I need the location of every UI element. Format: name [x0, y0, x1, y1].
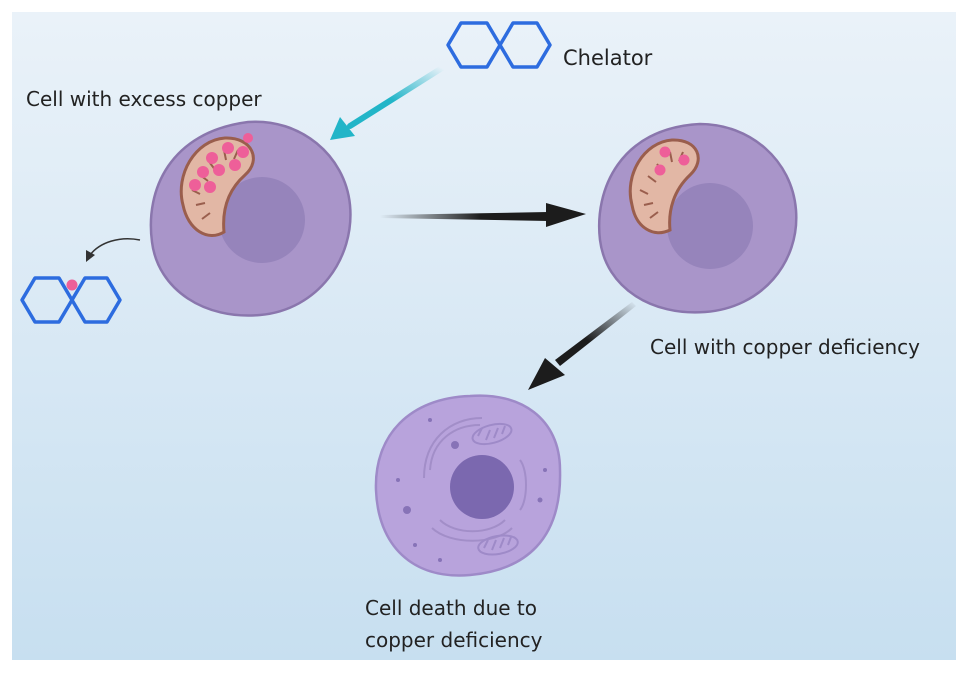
chelator-arrow — [330, 65, 445, 140]
cell-death-label-line2: copper deficiency — [365, 628, 543, 652]
excess-copper-label: Cell with excess copper — [26, 87, 262, 111]
vesicles — [396, 418, 547, 562]
cell-death-label-line1: Cell death due to — [365, 596, 537, 620]
nucleus — [450, 455, 514, 519]
copper-deficiency-label: Cell with copper deficiency — [650, 335, 920, 359]
nucleus — [667, 183, 753, 269]
copper-ions — [189, 133, 253, 193]
mitochondrion-icon — [471, 422, 519, 556]
chelator-label: Chelator — [563, 46, 653, 70]
cell-dying — [374, 394, 562, 577]
chelator-copper-complex-icon — [20, 276, 122, 324]
process-arrow-right — [380, 203, 586, 227]
cell-copper-deficiency — [597, 122, 798, 314]
nucleus — [219, 177, 305, 263]
endoplasmic-reticulum — [423, 417, 527, 542]
efflux-arrow — [86, 238, 141, 262]
process-arrow-down — [528, 302, 636, 390]
cell-excess-copper — [149, 120, 352, 317]
chelator-molecule-icon — [446, 21, 552, 69]
copper-ions — [654, 146, 690, 176]
